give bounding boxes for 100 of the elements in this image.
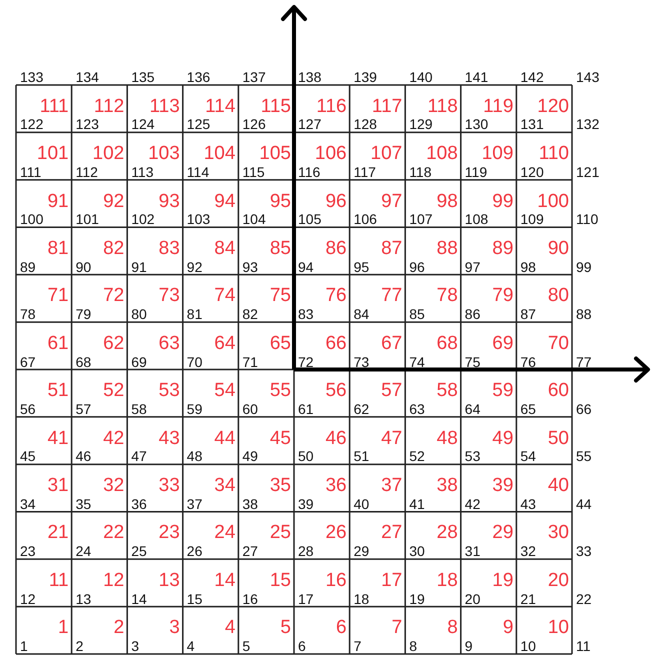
node-number: 24 bbox=[76, 544, 92, 558]
node-number: 133 bbox=[20, 70, 44, 84]
node-number: 6 bbox=[298, 639, 306, 653]
element-number: 46 bbox=[325, 428, 347, 448]
node-number: 21 bbox=[520, 592, 536, 606]
node-number: 82 bbox=[242, 307, 258, 322]
node-number: 119 bbox=[464, 164, 488, 179]
node-number: 26 bbox=[186, 544, 202, 558]
node-number: 23 bbox=[20, 544, 36, 558]
node-number: 81 bbox=[186, 307, 202, 322]
element-number: 19 bbox=[492, 570, 514, 590]
element-number: 94 bbox=[214, 192, 236, 211]
node-number: 92 bbox=[186, 260, 202, 274]
node-number: 143 bbox=[576, 70, 600, 84]
node-number: 53 bbox=[464, 449, 480, 464]
node-number: 2 bbox=[76, 639, 84, 653]
node-number: 17 bbox=[298, 592, 314, 606]
element-number: 79 bbox=[492, 286, 514, 306]
node-number: 105 bbox=[298, 212, 322, 226]
element-number: 29 bbox=[492, 523, 514, 542]
element-number: 62 bbox=[103, 334, 124, 353]
node-number: 30 bbox=[409, 544, 425, 558]
element-number: 73 bbox=[158, 286, 180, 306]
node-number: 40 bbox=[354, 496, 370, 511]
node-number: 83 bbox=[298, 307, 314, 322]
element-number: 104 bbox=[204, 144, 236, 164]
node-number: 11 bbox=[576, 639, 591, 653]
node-number: 62 bbox=[354, 402, 370, 416]
element-number: 51 bbox=[47, 381, 69, 400]
node-number: 50 bbox=[298, 449, 314, 464]
element-number: 102 bbox=[92, 144, 124, 164]
node-number: 73 bbox=[354, 354, 370, 368]
node-number: 139 bbox=[354, 70, 377, 84]
node-number: 27 bbox=[242, 544, 258, 558]
node-number: 101 bbox=[76, 212, 99, 226]
node-number: 69 bbox=[131, 354, 147, 368]
node-number: 108 bbox=[464, 212, 488, 226]
element-number: 101 bbox=[36, 144, 69, 164]
node-number: 107 bbox=[409, 212, 433, 226]
node-number: 85 bbox=[409, 307, 425, 322]
node-number: 109 bbox=[520, 212, 544, 226]
element-number: 99 bbox=[492, 192, 514, 211]
element-number: 86 bbox=[325, 238, 347, 258]
node-number: 128 bbox=[354, 117, 377, 132]
element-number: 85 bbox=[270, 238, 291, 258]
element-number: 74 bbox=[214, 286, 236, 306]
node-number: 1 bbox=[20, 639, 28, 653]
node-number: 7 bbox=[354, 639, 362, 653]
node-number: 59 bbox=[186, 402, 202, 416]
element-number: 83 bbox=[158, 238, 180, 258]
node-number: 34 bbox=[20, 496, 36, 511]
element-number: 53 bbox=[158, 381, 180, 400]
element-number: 58 bbox=[436, 381, 458, 400]
node-number: 87 bbox=[520, 307, 536, 322]
element-number: 36 bbox=[325, 476, 347, 496]
node-number: 51 bbox=[354, 449, 370, 464]
node-number: 74 bbox=[409, 354, 425, 368]
element-number: 114 bbox=[205, 96, 236, 116]
element-number: 9 bbox=[502, 618, 514, 638]
element-number: 70 bbox=[548, 334, 569, 353]
node-number: 131 bbox=[520, 117, 544, 132]
element-number: 6 bbox=[336, 618, 347, 638]
node-number: 121 bbox=[576, 164, 600, 179]
element-number: 11 bbox=[48, 570, 69, 590]
node-number: 67 bbox=[20, 354, 36, 368]
element-number: 68 bbox=[436, 334, 458, 353]
node-number: 52 bbox=[409, 449, 425, 464]
node-number: 33 bbox=[576, 544, 592, 558]
element-number: 14 bbox=[214, 570, 236, 590]
element-number: 120 bbox=[537, 96, 569, 116]
node-number: 120 bbox=[520, 164, 544, 179]
element-number: 33 bbox=[158, 476, 180, 496]
node-number: 68 bbox=[76, 354, 92, 368]
node-number: 141 bbox=[464, 70, 488, 84]
element-number: 47 bbox=[381, 428, 402, 448]
element-number: 59 bbox=[492, 381, 514, 400]
element-number: 56 bbox=[325, 381, 347, 400]
element-number: 3 bbox=[169, 618, 180, 638]
node-number: 76 bbox=[520, 354, 536, 368]
node-number: 36 bbox=[131, 496, 147, 511]
node-number: 35 bbox=[76, 496, 92, 511]
element-number: 65 bbox=[270, 334, 291, 353]
node-number: 100 bbox=[20, 212, 44, 226]
node-number: 138 bbox=[298, 70, 322, 84]
node-number: 25 bbox=[131, 544, 147, 558]
element-number: 8 bbox=[447, 618, 458, 638]
node-number: 75 bbox=[464, 354, 480, 368]
element-number: 110 bbox=[538, 144, 569, 164]
node-number: 44 bbox=[576, 496, 592, 511]
node-number: 49 bbox=[242, 449, 258, 464]
element-number: 41 bbox=[47, 428, 69, 448]
node-number: 126 bbox=[242, 117, 266, 132]
node-number: 136 bbox=[186, 70, 210, 84]
node-number: 116 bbox=[298, 164, 320, 179]
node-number: 78 bbox=[20, 307, 36, 322]
node-number: 94 bbox=[298, 260, 314, 274]
element-number: 66 bbox=[325, 334, 347, 353]
node-number: 134 bbox=[76, 70, 99, 84]
element-number: 49 bbox=[492, 428, 514, 448]
node-number: 130 bbox=[464, 117, 488, 132]
